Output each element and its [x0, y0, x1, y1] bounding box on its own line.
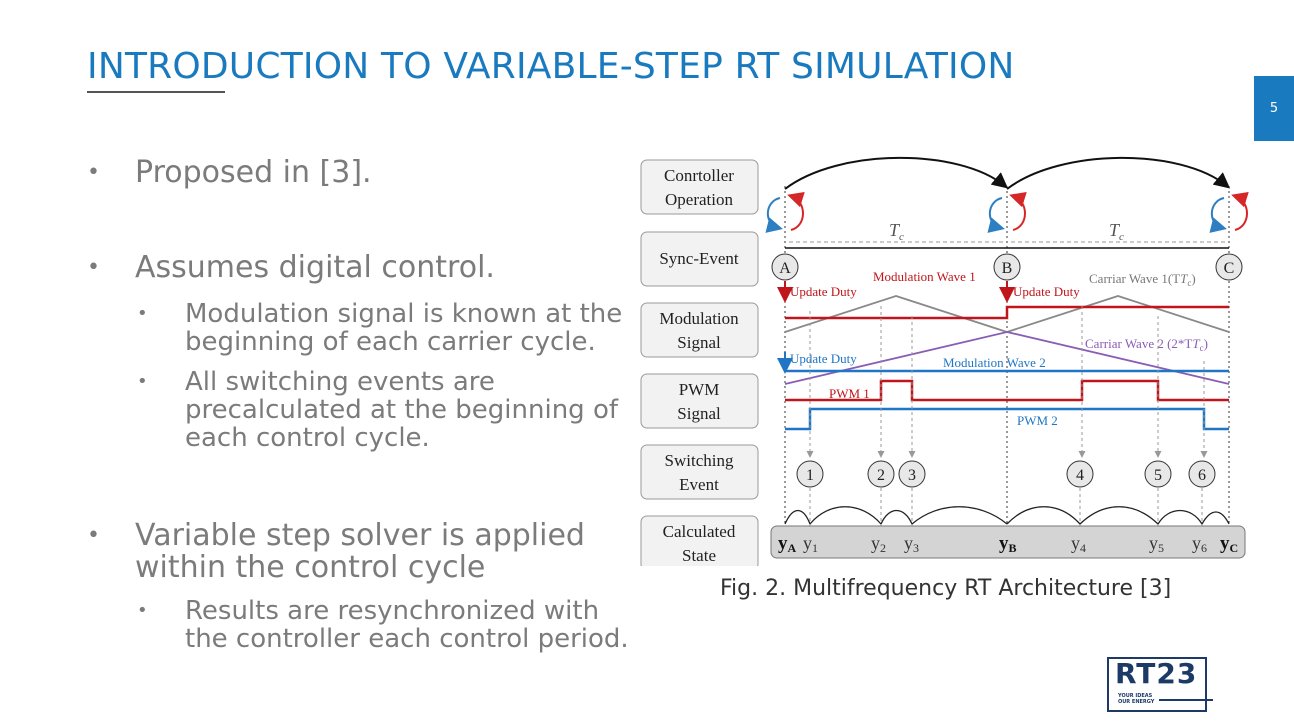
bullet-dot: • — [137, 600, 148, 621]
svg-text:4: 4 — [1076, 467, 1084, 484]
page-number: 5 — [1254, 76, 1294, 141]
step-arc — [809, 506, 882, 525]
calculated-state-bar — [770, 525, 1246, 559]
switching-event-5: 5 — [1144, 460, 1172, 488]
state-y2: y2 — [871, 533, 886, 555]
step-arc — [1006, 506, 1081, 525]
pwm-2-label: PWM 2 — [1017, 413, 1058, 428]
switching-event-1: 1 — [796, 460, 824, 488]
sync-point-b: B — [993, 253, 1021, 281]
svg-text:B: B — [1002, 260, 1013, 277]
controller-arc-bc — [1006, 156, 1231, 190]
row-label-sync-event: Sync-Event — [640, 231, 759, 287]
update-duty-label: Update Duty — [1013, 284, 1080, 299]
bullet-dot: • — [87, 255, 100, 280]
bullet-dot: • — [137, 303, 148, 324]
bullet-text: Modulation signal is known at the beginn… — [185, 299, 623, 357]
state-y4: y4 — [1071, 533, 1086, 555]
bullet-text: Results are resynchronized with the cont… — [185, 596, 629, 654]
row-label-text: Sync-Event — [659, 249, 739, 268]
slide-title: INTRODUCTION TO VARIABLE-STEP RT SIMULAT… — [87, 46, 1015, 87]
carrier-wave-2-label: Carriar Wave 2 (2*TTc) — [1085, 336, 1208, 353]
bullet-text: Proposed in [3]. — [135, 155, 372, 190]
svg-text:5: 5 — [1154, 467, 1162, 484]
title-underline — [87, 91, 225, 93]
modulation-wave-2-label: Modulation Wave 2 — [943, 355, 1046, 370]
bullet-dot: • — [137, 371, 148, 392]
state-y3: y3 — [904, 533, 919, 555]
controller-loop-red-icon — [787, 191, 805, 231]
step-arc — [1201, 511, 1230, 525]
step-arc — [880, 509, 913, 525]
controller-loop-blue-icon — [1209, 197, 1227, 233]
step-arc — [1157, 510, 1203, 525]
pwm-1-label: PWM 1 — [829, 386, 870, 401]
logo-text: RT23 — [1115, 657, 1198, 690]
svg-text:2: 2 — [877, 467, 885, 484]
svg-text:3: 3 — [908, 467, 916, 484]
step-arc — [911, 506, 1008, 525]
carrier-wave-1-label: Carriar Wave 1(TTc) — [1089, 271, 1196, 288]
step-arc — [1079, 506, 1159, 525]
bullet-text: Variable step solver is applied within t… — [135, 518, 585, 585]
state-y-b: yB — [999, 533, 1017, 555]
pwm-2-wave — [785, 407, 1229, 431]
state-y6: y6 — [1192, 533, 1207, 555]
tc-label-2: Tc — [1109, 220, 1124, 243]
bullet-text: All switching events are precalculated a… — [185, 367, 618, 453]
bullet-text: Assumes digital control. — [135, 250, 495, 285]
controller-arc-ab — [784, 156, 1009, 190]
state-y-a: yA — [778, 533, 797, 555]
figure-caption: Fig. 2. Multifrequency RT Architecture [… — [720, 576, 1172, 601]
state-y5: y5 — [1149, 533, 1164, 555]
svg-text:A: A — [779, 260, 791, 277]
bullet-dot: • — [87, 160, 100, 185]
svg-text:6: 6 — [1198, 467, 1206, 484]
controller-loop-red-icon — [1009, 191, 1027, 231]
state-y1: y1 — [803, 533, 818, 555]
svg-text:C: C — [1224, 260, 1235, 277]
controller-loop-red-icon — [1231, 191, 1249, 231]
step-arc — [784, 509, 811, 525]
update-duty-label: Update Duty — [790, 284, 857, 299]
tc-label-1: Tc — [889, 220, 904, 243]
switching-event-4: 4 — [1066, 460, 1094, 488]
modulation-wave-1 — [785, 305, 1229, 320]
logo-underline — [1159, 699, 1213, 701]
controller-loop-blue-icon — [765, 197, 783, 233]
sync-point-a: A — [771, 253, 799, 281]
bullet-dot: • — [87, 523, 100, 548]
svg-text:1: 1 — [806, 467, 814, 484]
switching-event-6: 6 — [1188, 460, 1216, 488]
carrier-wave-2 — [784, 331, 1230, 385]
update-duty-label: Update Duty — [790, 351, 857, 366]
switching-event-3: 3 — [898, 460, 926, 488]
sync-point-c: C — [1215, 253, 1243, 281]
switching-event-2: 2 — [867, 460, 895, 488]
state-y-c: yC — [1220, 533, 1238, 555]
controller-loop-blue-icon — [987, 197, 1005, 233]
modulation-wave-1-label: Modulation Wave 1 — [873, 269, 976, 284]
